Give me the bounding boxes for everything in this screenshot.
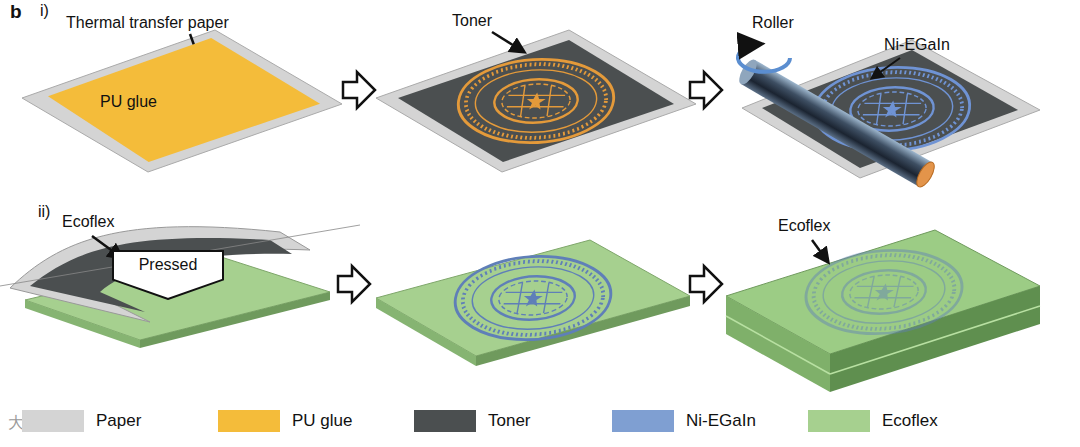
part-label: Toner	[452, 12, 492, 30]
legend-item: PU glue	[218, 410, 352, 432]
legend-text: PU glue	[292, 411, 352, 431]
legend-text: Toner	[488, 411, 531, 431]
step-number: ii)	[38, 203, 50, 221]
node-shape	[48, 38, 320, 162]
part-label: Thermal transfer paper	[66, 14, 229, 32]
pu-glue-sheet: PU glue	[48, 38, 320, 162]
panel-letter: b	[10, 2, 22, 23]
legend-text: Ni-EGaIn	[686, 411, 756, 431]
legend-swatch	[218, 410, 280, 432]
node-text: Pressed	[139, 256, 198, 274]
legend-swatch	[22, 410, 84, 432]
part-label: Ecoflex	[778, 217, 830, 235]
part-label: Ni-EGaIn	[884, 36, 950, 54]
press-arrow: Pressed	[112, 250, 224, 300]
legend-text: Ecoflex	[882, 411, 938, 431]
legend-item: Ecoflex	[808, 410, 938, 432]
legend-swatch	[612, 410, 674, 432]
part-label: Roller	[752, 14, 794, 32]
legend-item: Ni-EGaIn	[612, 410, 756, 432]
node-text: PU glue	[100, 93, 157, 111]
part-label: Ecoflex	[62, 213, 114, 231]
legend-item: Paper	[22, 410, 141, 432]
legend-item: Toner	[414, 410, 531, 432]
legend-swatch	[414, 410, 476, 432]
legend-text: Paper	[96, 411, 141, 431]
glue-layer	[48, 38, 320, 162]
legend-swatch	[808, 410, 870, 432]
step-number: i)	[40, 2, 49, 20]
arrow-outline	[113, 251, 223, 299]
